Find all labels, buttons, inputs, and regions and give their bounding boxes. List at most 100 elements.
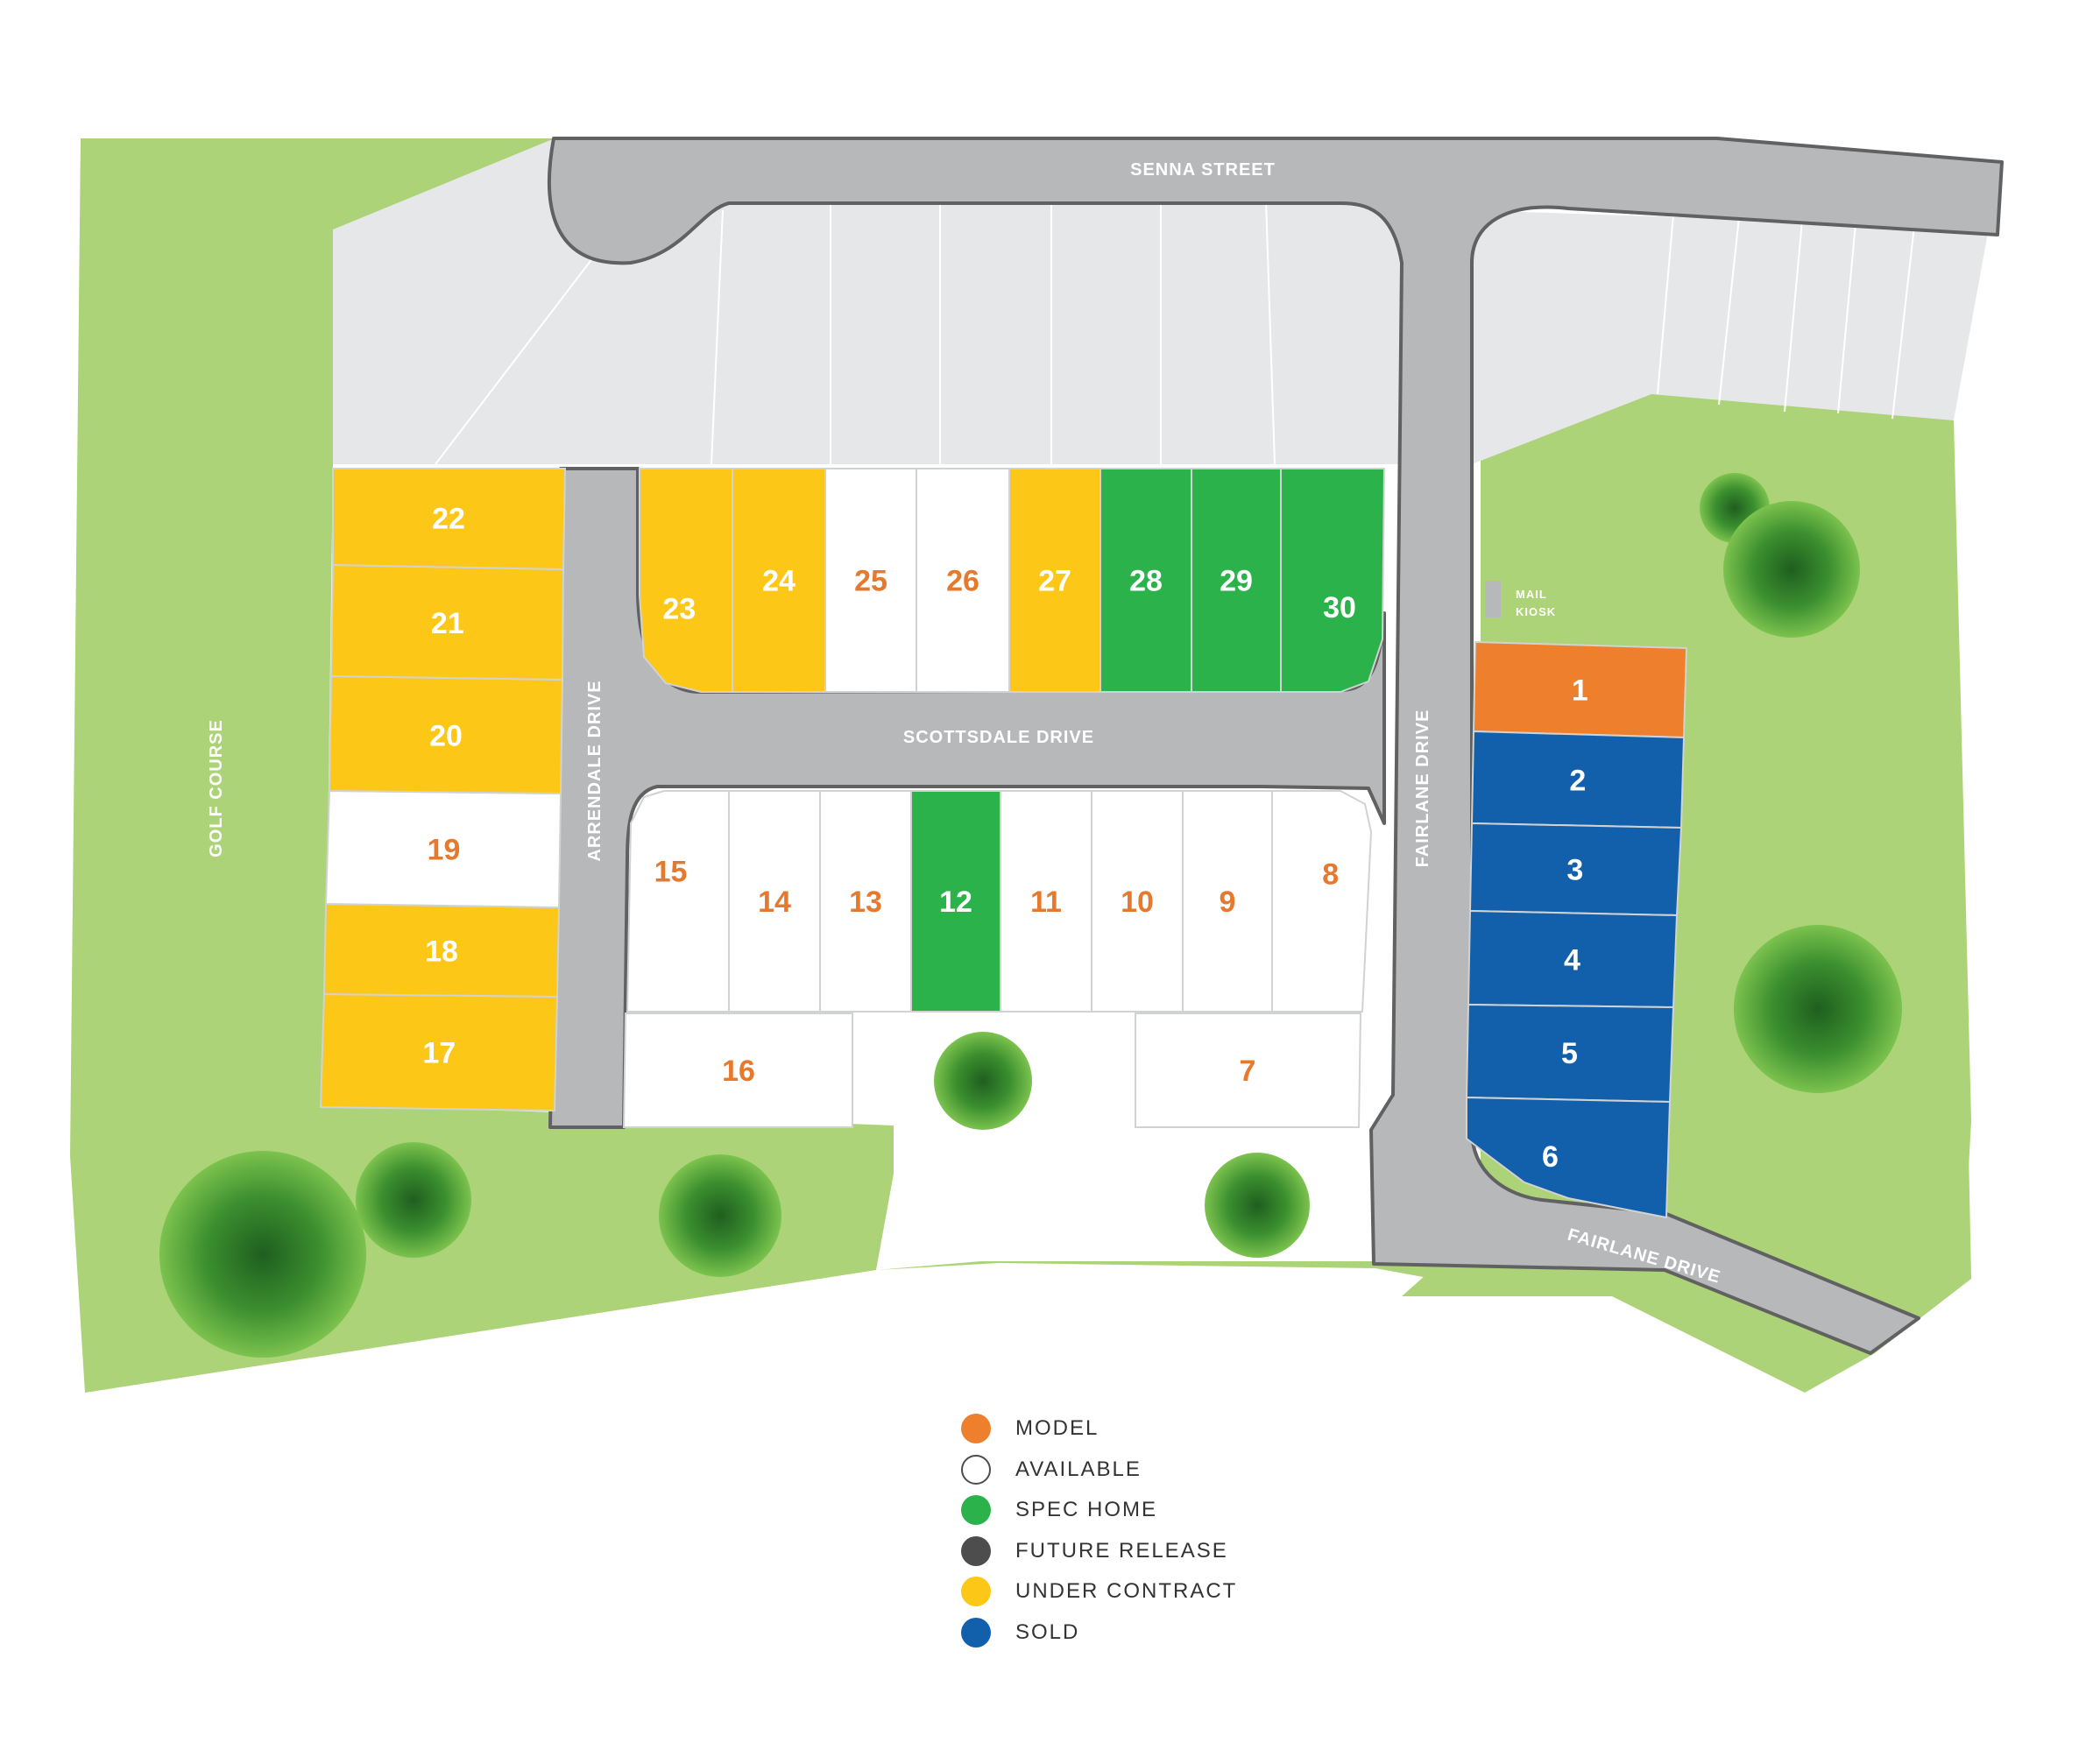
legend-item-under-contract: UNDER CONTRACT	[961, 1571, 1237, 1612]
lot-18[interactable]: 18	[322, 902, 561, 998]
street-label-fairlane-vertical: FAIRLANE DRIVE	[1413, 709, 1432, 868]
tree-icon	[659, 1154, 781, 1277]
lot-14[interactable]: 14	[728, 790, 821, 1013]
lot-9[interactable]: 9	[1182, 790, 1273, 1013]
lot-5[interactable]: 5	[1465, 1003, 1675, 1104]
tree-icon	[1734, 925, 1902, 1093]
legend-swatch-icon	[961, 1577, 991, 1607]
legend-label: FUTURE RELEASE	[1015, 1538, 1228, 1563]
tree-icon	[934, 1032, 1032, 1130]
lot-shape[interactable]	[1466, 1096, 1672, 1219]
lot-shape[interactable]	[626, 790, 730, 1013]
lot-24[interactable]: 24	[732, 468, 826, 693]
park-label-line2: PARK	[981, 1191, 1033, 1210]
senna-street-road	[547, 137, 2004, 1355]
legend-swatch-icon	[961, 1617, 991, 1648]
street-label-scottsdale: SCOTTSDALE DRIVE	[903, 728, 1094, 747]
lot-shape[interactable]	[1280, 468, 1386, 693]
lot-number: 12	[939, 886, 972, 919]
tree-icon	[1723, 501, 1860, 638]
lot-11[interactable]: 11	[1000, 790, 1092, 1013]
lot-number: 18	[425, 935, 458, 968]
lot-21[interactable]: 21	[329, 563, 565, 681]
kiosk-label-line2: KIOSK	[1516, 605, 1556, 618]
lot-number: 17	[422, 1036, 456, 1069]
lot-number: 26	[946, 565, 979, 598]
lot-8[interactable]: 8	[1271, 790, 1373, 1013]
lot-number: 19	[428, 833, 461, 866]
lot-number: 21	[431, 607, 464, 640]
legend-swatch-icon	[961, 1495, 991, 1526]
lot-13[interactable]: 13	[819, 790, 912, 1013]
trees	[159, 473, 1902, 1358]
tree-icon	[356, 1142, 471, 1258]
lot-7[interactable]: 7	[1135, 1013, 1362, 1128]
lot-number: 28	[1129, 565, 1163, 598]
lot-number: 1	[1572, 674, 1588, 708]
legend-label: SOLD	[1015, 1619, 1080, 1644]
tree-icon	[1205, 1153, 1310, 1258]
lot-number: 29	[1220, 565, 1253, 598]
park-label-line1: NEIGHBORHOOD	[929, 1168, 1086, 1187]
lot-29[interactable]: 29	[1191, 468, 1282, 693]
lot-shape[interactable]	[332, 468, 567, 571]
lot-number: 23	[662, 592, 696, 625]
legend-item-future-release: FUTURE RELEASE	[961, 1531, 1237, 1572]
legend-item-sold: SOLD	[961, 1612, 1237, 1654]
lot-shape[interactable]	[1135, 1013, 1362, 1128]
lot-number: 13	[849, 886, 882, 919]
lot-number: 30	[1323, 591, 1356, 624]
lot-number: 25	[854, 565, 887, 598]
legend-swatch-icon	[961, 1454, 991, 1485]
legend-swatch-icon	[961, 1414, 991, 1444]
lot-number: 9	[1220, 886, 1236, 919]
lot-6[interactable]: 6	[1466, 1096, 1672, 1219]
lot-shape[interactable]	[622, 1013, 853, 1128]
legend-item-model: MODEL	[961, 1408, 1237, 1450]
lot-26[interactable]: 26	[916, 468, 1010, 693]
street-label-arrendale: ARRENDALE DRIVE	[585, 680, 605, 861]
lot-shape[interactable]	[1271, 790, 1373, 1013]
legend-label: MODEL	[1015, 1416, 1100, 1441]
lot-28[interactable]: 28	[1100, 468, 1192, 693]
lot-30[interactable]: 30	[1280, 468, 1386, 693]
lot-number: 15	[654, 855, 688, 888]
lot-20[interactable]: 20	[328, 674, 564, 795]
lot-number: 4	[1564, 944, 1580, 977]
lot-3[interactable]: 3	[1468, 822, 1683, 917]
future-lot-lines	[435, 201, 1915, 465]
lot-19[interactable]: 19	[324, 789, 562, 909]
lot-2[interactable]: 2	[1470, 730, 1686, 829]
legend-label: AVAILABLE	[1015, 1457, 1142, 1481]
golf-course-label: GOLF COURSE	[207, 719, 226, 857]
lot-number: 22	[432, 502, 465, 535]
lot-10[interactable]: 10	[1091, 790, 1184, 1013]
lot-27[interactable]: 27	[1008, 468, 1101, 693]
lot-22[interactable]: 22	[332, 468, 567, 571]
lot-4[interactable]: 4	[1467, 909, 1679, 1009]
future-lots-northeast	[1472, 210, 1989, 464]
lot-15[interactable]: 15	[626, 790, 730, 1013]
lot-12[interactable]: 12	[910, 790, 1001, 1013]
lot-number: 20	[429, 719, 463, 752]
mail-kiosk-icon	[1485, 581, 1501, 617]
map-legend: MODEL AVAILABLE SPEC HOME FUTURE RELEASE UND…	[961, 1408, 1237, 1653]
lot-number: 2	[1569, 765, 1586, 798]
lot-number: 11	[1030, 886, 1062, 919]
lot-shape[interactable]	[639, 468, 733, 693]
tree-icon	[159, 1151, 366, 1358]
lot-number: 24	[762, 565, 795, 598]
lot-number: 14	[758, 886, 791, 919]
lot-25[interactable]: 25	[824, 468, 917, 693]
legend-item-available: AVAILABLE	[961, 1450, 1237, 1491]
lot-23[interactable]: 23	[639, 468, 733, 693]
lot-number: 3	[1566, 854, 1583, 887]
legend-label: SPEC HOME	[1015, 1498, 1158, 1522]
lot-16[interactable]: 16	[622, 1013, 853, 1128]
lot-number: 27	[1038, 565, 1071, 598]
lot-17[interactable]: 17	[319, 992, 559, 1112]
lot-number: 16	[722, 1055, 755, 1088]
legend-item-spec-home: SPEC HOME	[961, 1490, 1237, 1531]
lot-1[interactable]: 1	[1472, 640, 1688, 739]
